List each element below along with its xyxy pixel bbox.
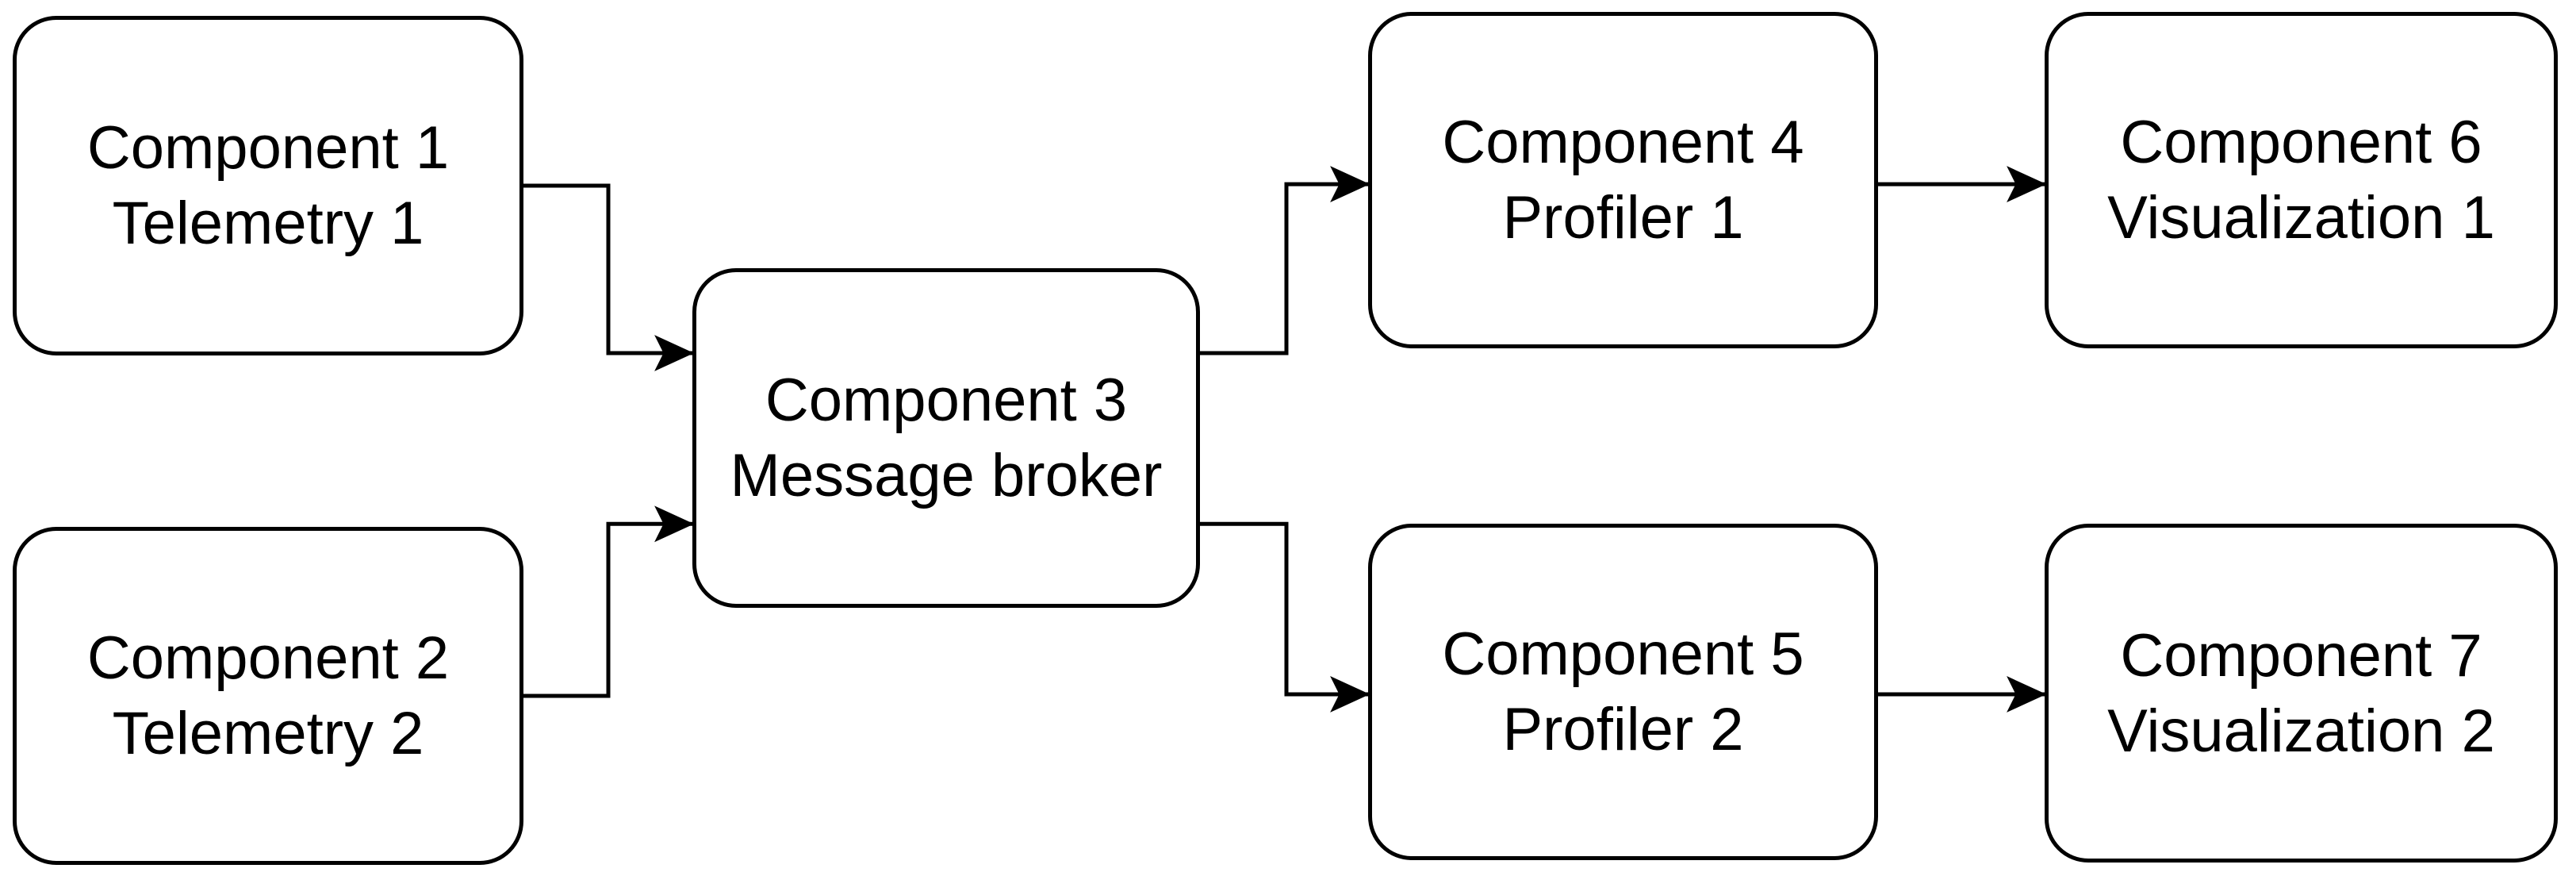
node-component-4-profiler-1: Component 4 Profiler 1 — [1368, 12, 1878, 348]
node-component-6-visualization-1: Component 6 Visualization 1 — [2045, 12, 2558, 348]
node-component-2-telemetry-2: Component 2 Telemetry 2 — [13, 527, 523, 865]
edge-c3-to-c4 — [1200, 166, 1370, 355]
node-label: Component 7 — [2120, 621, 2482, 690]
edge-c1-to-c3 — [523, 183, 695, 371]
node-label: Component 3 — [765, 367, 1128, 434]
node-label: Profiler 2 — [1502, 696, 1744, 763]
node-label: Component 2 — [86, 624, 450, 692]
node-label: Visualization 1 — [2107, 184, 2495, 252]
node-component-5-profiler-2: Component 5 Profiler 2 — [1368, 524, 1878, 860]
node-label: Component 1 — [86, 114, 450, 182]
node-component-1-telemetry-1: Component 1 Telemetry 1 — [13, 16, 523, 355]
node-component-3-message-broker: Component 3 Message broker — [692, 268, 1200, 608]
node-label: Telemetry 2 — [112, 700, 424, 767]
node-label: Profiler 1 — [1502, 184, 1744, 252]
node-label: Component 5 — [1442, 620, 1804, 688]
node-component-7-visualization-2: Component 7 Visualization 2 — [2045, 524, 2558, 863]
edge-c3-to-c5 — [1200, 521, 1370, 713]
edge-c2-to-c3 — [523, 505, 695, 698]
node-label: Telemetry 1 — [112, 190, 424, 257]
node-label: Component 4 — [1442, 109, 1804, 176]
node-label: Component 6 — [2120, 109, 2482, 176]
node-label: Visualization 2 — [2107, 697, 2495, 765]
node-label: Message broker — [730, 442, 1163, 509]
